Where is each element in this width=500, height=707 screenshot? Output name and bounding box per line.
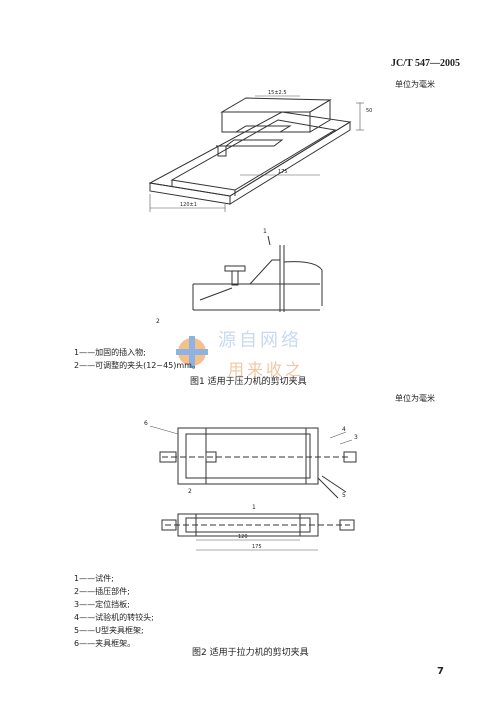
watermark-line2: 用来收之 [228, 360, 305, 379]
page-number: 7 [437, 666, 444, 677]
figure2-unit-note: 单位为毫米 [395, 394, 435, 403]
watermark: 源自网络 用来收之 [170, 322, 338, 388]
figure1-dim-3: 175 [278, 169, 288, 175]
figure1-dim-2: 50 [366, 108, 373, 114]
figure2-part-label: 4 [342, 426, 346, 433]
figure1-caption: 图1 适用于压力机的剪切夹具 [190, 377, 307, 387]
figure2-part-label: 1 [252, 504, 256, 511]
figure1-dim-1: 15±2.5 [268, 90, 287, 96]
figure2-part-label: 2 [188, 488, 192, 495]
figure2-dim-2: 175 [252, 544, 262, 550]
legend-item: 2——插压部件; [74, 587, 130, 596]
legend-item: 4——试验机的转铰头; [74, 613, 154, 622]
figure1-part-label: 2 [156, 318, 160, 325]
watermark-logo-icon [176, 336, 208, 368]
figure1-legend: 1——加固的插入物; 2——可调整的夹头(12~45)mm。 [74, 346, 200, 372]
figure2-part-label: 6 [144, 420, 148, 427]
standard-number: JC/T 547—2005 [391, 58, 460, 69]
legend-item: 1——试件; [74, 574, 114, 583]
legend-item: 3——定位挡板; [74, 600, 130, 609]
watermark-line1: 源自网络 [218, 330, 302, 351]
figure1-dim-4: 120±1 [180, 202, 197, 208]
figure2-part-label: 5 [342, 492, 346, 499]
legend-item: 6——夹具框架。 [74, 639, 136, 648]
legend-item: 5——U型夹具框架; [74, 626, 144, 635]
figure2-part-label: 3 [354, 434, 358, 441]
figure2-legend: 1——试件; 2——插压部件; 3——定位挡板; 4——试验机的转铰头; 5——… [74, 572, 154, 650]
figure1-part-label: 1 [263, 228, 267, 235]
figure2-dim-1: 120 [238, 534, 248, 540]
figure1-unit-note: 单位为毫米 [395, 80, 435, 89]
legend-item: 1——加固的插入物; [74, 348, 146, 357]
figure2-caption: 图2 适用于拉力机的剪切夹具 [192, 648, 309, 658]
legend-item: 2——可调整的夹头(12~45)mm。 [74, 361, 200, 370]
